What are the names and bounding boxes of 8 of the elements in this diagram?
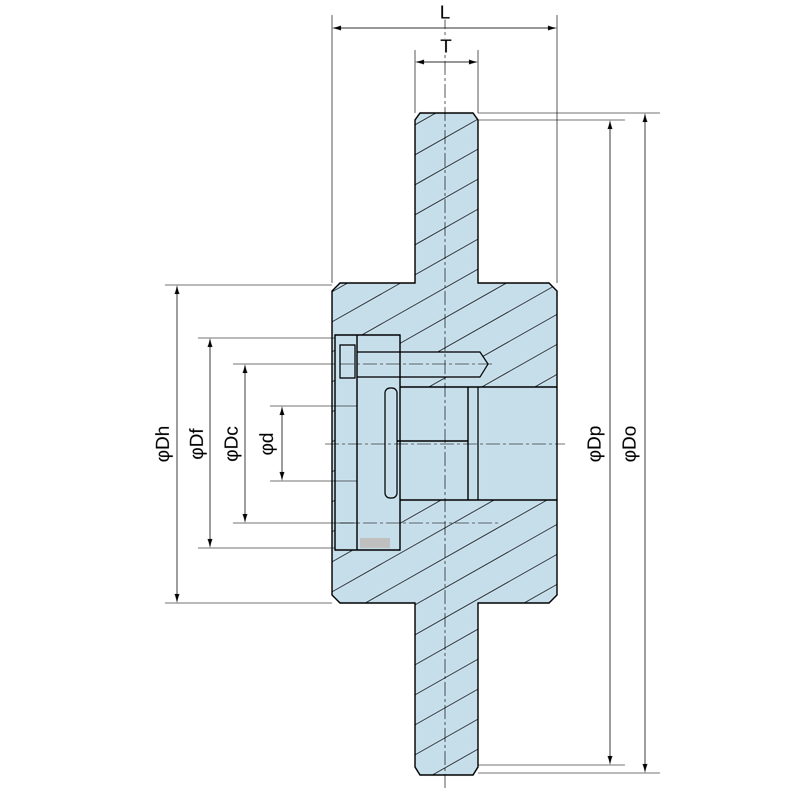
dimension-label: L (438, 4, 452, 20)
dimension-label: φDh (154, 424, 174, 464)
dimension-label: φDo (622, 424, 641, 464)
dimension-label: φDf (188, 427, 208, 461)
dimension-label: φDc (224, 425, 242, 463)
dimension-label: T (439, 38, 453, 54)
dimension-label: φDp (586, 424, 606, 464)
dimension-label: φd (258, 432, 278, 456)
